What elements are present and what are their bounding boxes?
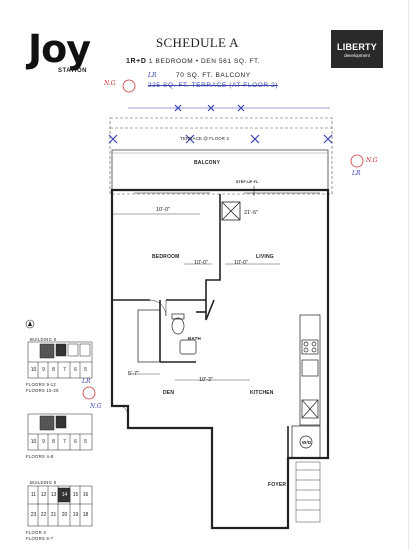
dimension-lines [112, 213, 280, 381]
handwritten-note-keyplan: N.G [90, 403, 102, 410]
handwritten-initials-right: LR [352, 170, 361, 177]
keyplan-unit-mid: 8 [52, 439, 55, 445]
keyplan-floors-bottom-a: FLOOR 3 [26, 530, 47, 535]
bath-fixtures [137, 309, 197, 363]
bedroom-depth-dim: 10'-0" [194, 260, 209, 266]
wd-label: W/D [302, 440, 312, 445]
step-label: STEP-UP FL. [236, 180, 260, 184]
revision-circle-left [122, 79, 136, 93]
north-arrow-icon [25, 319, 35, 329]
bath-label: BATH [188, 336, 201, 341]
liberty-logo: LIBERTY development [331, 30, 383, 68]
keyplan-building-bottom-label: BUILDING 9 [30, 480, 57, 485]
terrace-floor-label: TERRACE @ FLOOR 2 [180, 136, 230, 141]
kitchen-fixtures [299, 314, 321, 426]
unit-desc: 1 BEDROOM • DEN 561 SQ. FT. [148, 58, 261, 65]
brand-name: LIBERTY [337, 42, 377, 52]
keyplan-unit-bottom: 15 [72, 492, 79, 498]
handwritten-note-right: N.G [366, 157, 378, 164]
keyplan-unit-mid: 7 [63, 439, 66, 445]
balcony-outline [111, 149, 329, 191]
keyplan-unit-top: 6 [74, 367, 77, 373]
terrace-outline [109, 117, 333, 195]
key-plan-drawing [25, 319, 93, 527]
keyplan-unit-bottom: 22 [40, 512, 47, 518]
keyplan-building-top-label: BUILDING 9 [30, 337, 57, 342]
unit-description: 1R+D 1 BEDROOM • DEN 561 SQ. FT. [126, 58, 260, 65]
keyplan-unit-top: 8 [52, 367, 55, 373]
keyplan-unit-mid: 10 [30, 439, 37, 445]
handwritten-initials-left: LR [148, 72, 157, 79]
keyplan-unit-bottom: 14 [61, 492, 68, 498]
keyplan-unit-bottom: 23 [30, 512, 37, 518]
living-width-dim: 21'-6" [244, 210, 259, 216]
keyplan-unit-bottom: 21 [50, 512, 57, 518]
handwritten-note-left: N.G [104, 80, 116, 87]
keyplan-unit-bottom: 16 [82, 492, 89, 498]
den-depth-dim: 5'-7" [128, 371, 139, 377]
terrace-label: BALCONY [194, 160, 221, 166]
keyplan-unit-top: 7 [63, 367, 66, 373]
step-marker [250, 186, 258, 196]
keyplan-unit-bottom: 12 [40, 492, 47, 498]
keyplan-unit-bottom: 18 [82, 512, 89, 518]
keyplan-building-mid [27, 413, 93, 451]
keyplan-building-top [27, 341, 93, 379]
logo-sub: STATION [58, 68, 87, 74]
keyplan-unit-top: 9 [42, 367, 45, 373]
brand-sub: development [344, 53, 370, 58]
unit-type: 1R+D [126, 58, 147, 65]
revision-circle-keyplan [82, 386, 96, 400]
foyer-closet [295, 461, 321, 523]
keyplan-unit-bottom: 19 [72, 512, 79, 518]
closet [221, 201, 241, 221]
living-depth-dim: 10'-0" [234, 260, 249, 266]
schedule-title: SCHEDULE A [156, 35, 239, 50]
keyplan-unit-bottom: 13 [50, 492, 57, 498]
keyplan-floors-mid: FLOORS 4-8 [26, 454, 54, 459]
wd-closet [291, 425, 321, 459]
interior-walls [112, 194, 289, 458]
den-width-dim: 10'-3" [199, 377, 214, 383]
keyplan-floors-top-a: FLOORS 9-12 [26, 382, 57, 387]
foyer-label: FOYER [268, 482, 287, 488]
keyplan-unit-bottom: 11 [30, 492, 37, 498]
terrace-area: 225 SQ. FT. TERRACE (AT FLOOR 2) [148, 82, 279, 89]
living-label: LIVING [256, 254, 274, 260]
keyplan-unit-top: 5 [84, 367, 87, 373]
keyplan-building-bottom [27, 485, 93, 527]
handwritten-initials-keyplan: LR [82, 378, 91, 385]
keyplan-unit-mid: 5 [84, 439, 87, 445]
revision-circle-right [350, 154, 364, 168]
keyplan-unit-bottom: 20 [61, 512, 68, 518]
keyplan-floors-bottom-b: FLOORS 6-7 [26, 536, 54, 541]
balcony-area: 70 SQ. FT. BALCONY [176, 72, 251, 79]
bedroom-label: BEDROOM [152, 254, 180, 260]
den-label: DEN [163, 390, 175, 396]
keyplan-unit-mid: 6 [74, 439, 77, 445]
logo-word: Joy [28, 27, 91, 71]
bedroom-width-dim: 10'-0" [156, 207, 171, 213]
key-plan: BUILDING 9 FLOORS 9-12 FLOORS 15-26 FLOO… [24, 318, 104, 546]
joy-station-logo: Joy STATION [28, 30, 112, 76]
keyplan-unit-mid: 9 [42, 439, 45, 445]
terrace-area-line: 225 SQ. FT. TERRACE (AT FLOOR 2) [148, 82, 278, 89]
keyplan-floors-top-b: FLOORS 15-26 [26, 388, 59, 393]
exterior-walls [110, 188, 330, 530]
kitchen-label: KITCHEN [250, 390, 274, 396]
keyplan-unit-top: 10 [30, 367, 37, 373]
